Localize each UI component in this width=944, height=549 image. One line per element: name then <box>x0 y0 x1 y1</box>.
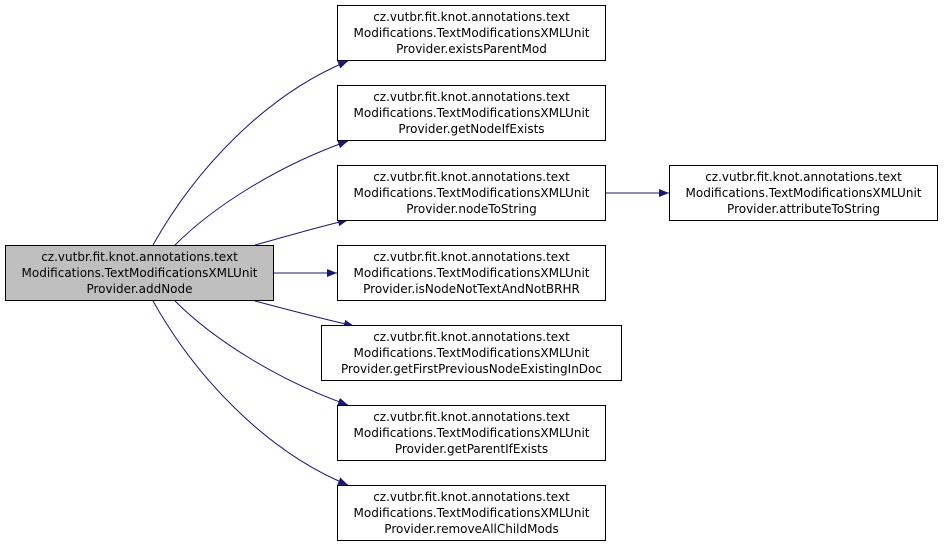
node-attribute-to-string[interactable]: cz.vutbr.fit.knot.annotations.text Modif… <box>669 165 938 221</box>
node-get-node-if-exists[interactable]: cz.vutbr.fit.knot.annotations.text Modif… <box>337 85 606 141</box>
node-line: cz.vutbr.fit.knot.annotations.text <box>373 330 570 344</box>
node-line: Provider.getNodeIfExists <box>398 122 545 136</box>
node-line: Provider.attributeToString <box>727 202 880 216</box>
node-remove-all-child-mods[interactable]: cz.vutbr.fit.knot.annotations.text Modif… <box>337 485 606 541</box>
edge-root-2 <box>254 218 349 246</box>
node-line: Provider.getFirstPreviousNodeExistingInD… <box>341 362 602 376</box>
node-get-first-previous-node-existing-in-doc[interactable]: cz.vutbr.fit.knot.annotations.text Modif… <box>321 325 622 381</box>
node-line: Modifications.TextModificationsXMLUnit <box>353 266 590 280</box>
node-line: Modifications.TextModificationsXMLUnit <box>353 26 590 40</box>
edge-root-0 <box>152 60 349 246</box>
node-exists-parent-mod[interactable]: cz.vutbr.fit.knot.annotations.text Modif… <box>337 5 606 61</box>
node-is-node-not-text-and-not-brhr[interactable]: cz.vutbr.fit.knot.annotations.text Modif… <box>337 245 606 301</box>
edge-root-5 <box>174 300 349 406</box>
edge-root-1 <box>174 140 349 246</box>
edge-root-4 <box>254 300 355 328</box>
node-line: Modifications.TextModificationsXMLUnit <box>353 426 590 440</box>
node-line: cz.vutbr.fit.knot.annotations.text <box>705 170 902 184</box>
node-node-to-string[interactable]: cz.vutbr.fit.knot.annotations.text Modif… <box>337 165 606 221</box>
node-line: Provider.addNode <box>86 282 193 296</box>
node-line: cz.vutbr.fit.knot.annotations.text <box>373 410 570 424</box>
edge-root-6 <box>152 300 349 486</box>
node-line: cz.vutbr.fit.knot.annotations.text <box>373 250 570 264</box>
node-line: Modifications.TextModificationsXMLUnit <box>353 106 590 120</box>
node-line: Modifications.TextModificationsXMLUnit <box>353 506 590 520</box>
node-line: cz.vutbr.fit.knot.annotations.text <box>373 10 570 24</box>
node-line: Provider.getParentIfExists <box>394 442 549 456</box>
node-line: Modifications.TextModificationsXMLUnit <box>21 266 258 280</box>
node-line: Provider.existsParentMod <box>396 42 547 56</box>
node-line: Modifications.TextModificationsXMLUnit <box>353 186 590 200</box>
node-line: Provider.nodeToString <box>406 202 537 216</box>
node-line: Modifications.TextModificationsXMLUnit <box>353 346 590 360</box>
node-add-node[interactable]: cz.vutbr.fit.knot.annotations.text Modif… <box>5 245 274 301</box>
node-line: Provider.removeAllChildMods <box>384 522 559 536</box>
node-line: cz.vutbr.fit.knot.annotations.text <box>373 490 570 504</box>
node-line: cz.vutbr.fit.knot.annotations.text <box>373 170 570 184</box>
node-line: Provider.isNodeNotTextAndNotBRHR <box>363 282 580 296</box>
node-line: Modifications.TextModificationsXMLUnit <box>685 186 922 200</box>
node-line: cz.vutbr.fit.knot.annotations.text <box>373 90 570 104</box>
node-line: cz.vutbr.fit.knot.annotations.text <box>41 250 238 264</box>
node-get-parent-if-exists[interactable]: cz.vutbr.fit.knot.annotations.text Modif… <box>337 405 606 461</box>
